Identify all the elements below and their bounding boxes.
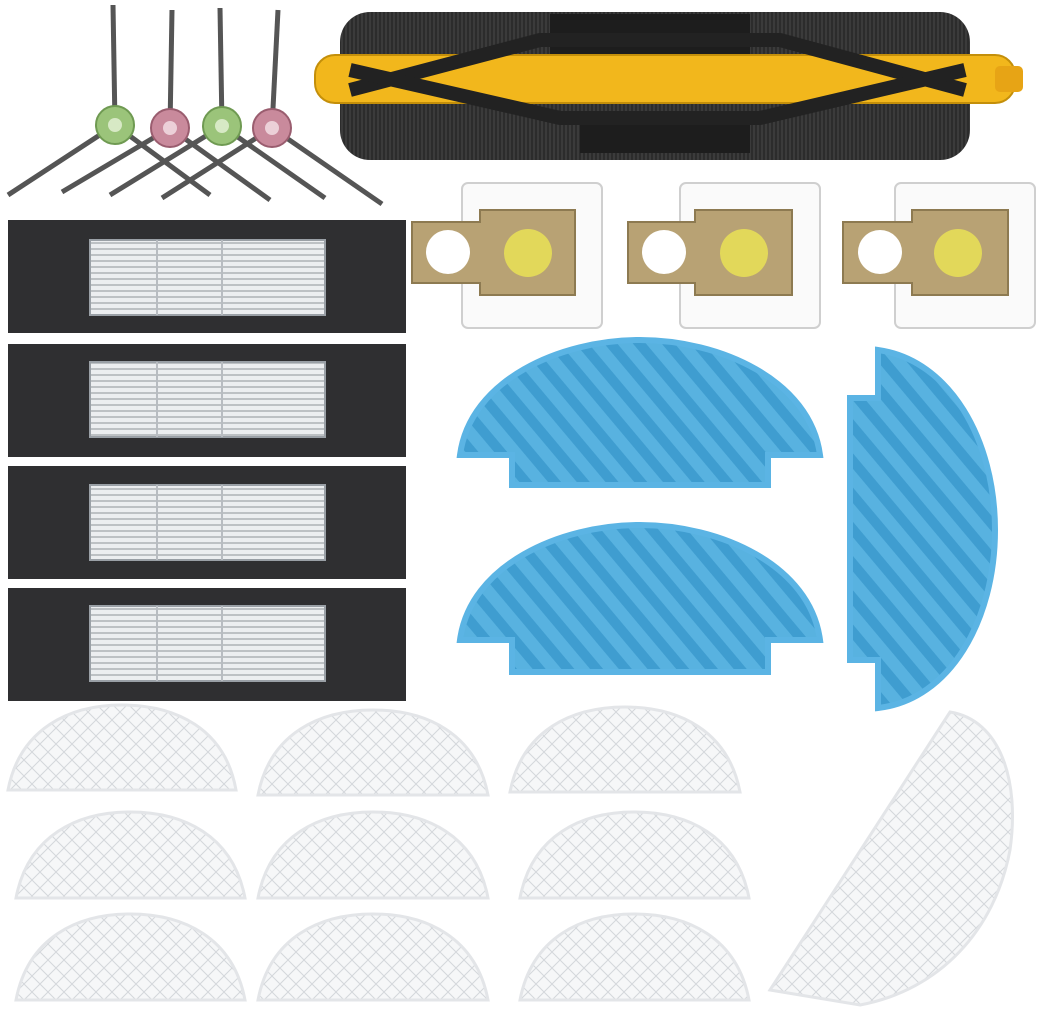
white-pad <box>14 810 247 900</box>
side-brush <box>108 7 327 201</box>
dust-bag <box>627 182 821 329</box>
hepa-filter <box>8 466 406 579</box>
white-pad <box>256 708 490 797</box>
dust-bag <box>842 182 1036 329</box>
blue-mop-pad <box>456 521 824 675</box>
side-brush <box>160 9 384 207</box>
white-pad <box>6 703 238 792</box>
white-pad <box>256 912 490 1002</box>
dust-bags <box>411 182 1036 329</box>
white-pad <box>518 912 751 1002</box>
hepa-filter <box>8 588 406 701</box>
white-pad <box>518 810 751 900</box>
side-brushes <box>6 4 384 207</box>
side-brush <box>60 9 272 203</box>
white-pad <box>767 710 1014 1007</box>
white-pad <box>256 810 490 900</box>
dust-bag <box>411 182 603 329</box>
blue-mop-pad <box>456 336 824 488</box>
hepa-filter <box>8 220 406 333</box>
hepa-filter <box>8 344 406 457</box>
white-disposable-pads <box>6 703 1014 1007</box>
white-pad <box>14 912 247 1002</box>
main-roller-brush <box>314 12 1023 160</box>
blue-mop-pads <box>456 336 999 712</box>
hepa-filters <box>8 220 406 701</box>
white-pad <box>508 705 742 794</box>
blue-mop-pad <box>847 346 999 712</box>
